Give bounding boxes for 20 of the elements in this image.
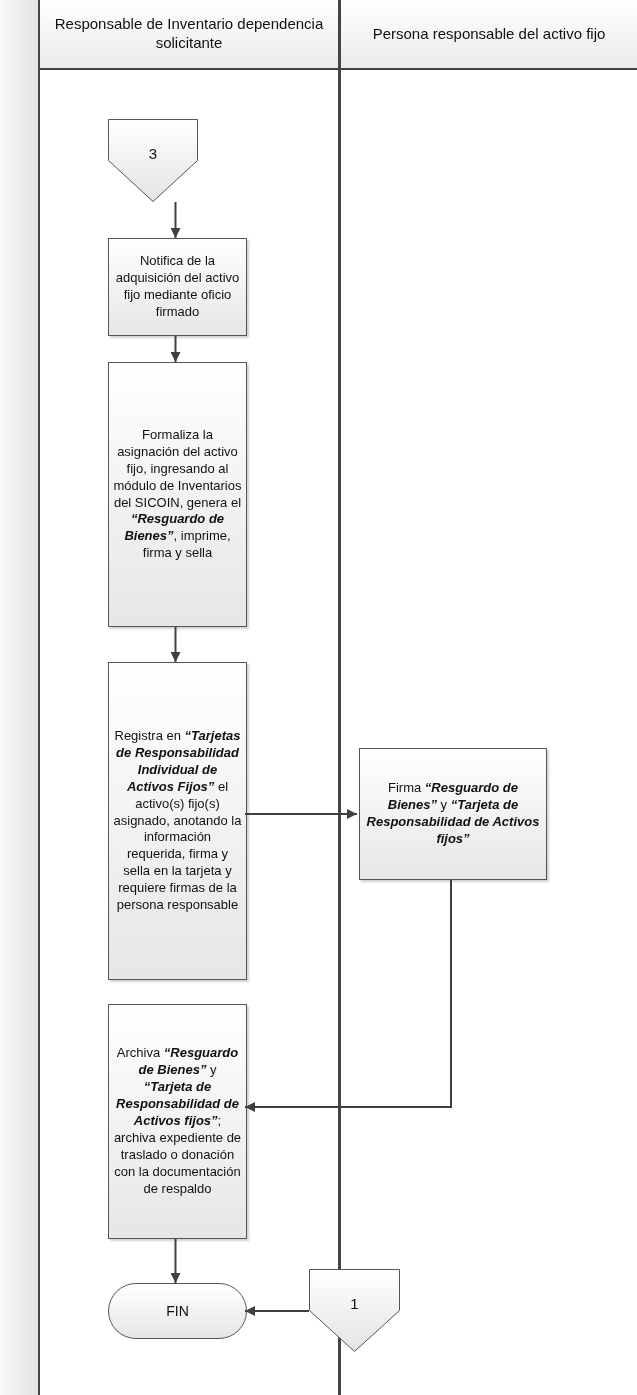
pool-band bbox=[0, 0, 39, 1395]
process-box: Notifica de la adquisición del activo fijo mediante oficio firmado bbox=[108, 238, 247, 336]
arrow bbox=[244, 809, 358, 819]
arrow bbox=[244, 1306, 310, 1316]
arrow bbox=[170, 1238, 181, 1284]
process-box: Archiva “Resguardo de Bienes” y “Tarjeta de Responsabilidad de Activos fijos”; archiva expediente de traslado o donación con la documentación de respaldo bbox=[108, 1004, 247, 1239]
process-box: Registra en “Tarjetas de Responsabilidad Individual de Activos Fijos” el activo(s) fijo(s) asignado, anotando la información requerida, firma y sella en la tarjeta y requiere firmas de la persona responsable bbox=[108, 662, 247, 980]
arrow bbox=[244, 879, 452, 1112]
terminator: FIN bbox=[108, 1283, 247, 1339]
swimlane bbox=[339, 0, 637, 1395]
off-page-connector bbox=[309, 1269, 400, 1352]
off-page-connector bbox=[108, 119, 198, 202]
connector-number: 3 bbox=[148, 145, 158, 162]
arrow bbox=[170, 626, 181, 663]
process-box: Firma “Resguardo de Bienes” y “Tarjeta de Responsabilidad de Activos fijos” bbox=[359, 748, 547, 880]
connector-number: 1 bbox=[350, 1295, 359, 1312]
arrow bbox=[170, 335, 181, 363]
arrow bbox=[170, 201, 181, 239]
process-box: Formaliza la asignación del activo fijo, ingresando al módulo de Inventarios del SICOIN, genera el “Resguardo de Bienes”, imprime, firma y sella bbox=[108, 362, 247, 627]
swimlane bbox=[38, 0, 340, 1395]
